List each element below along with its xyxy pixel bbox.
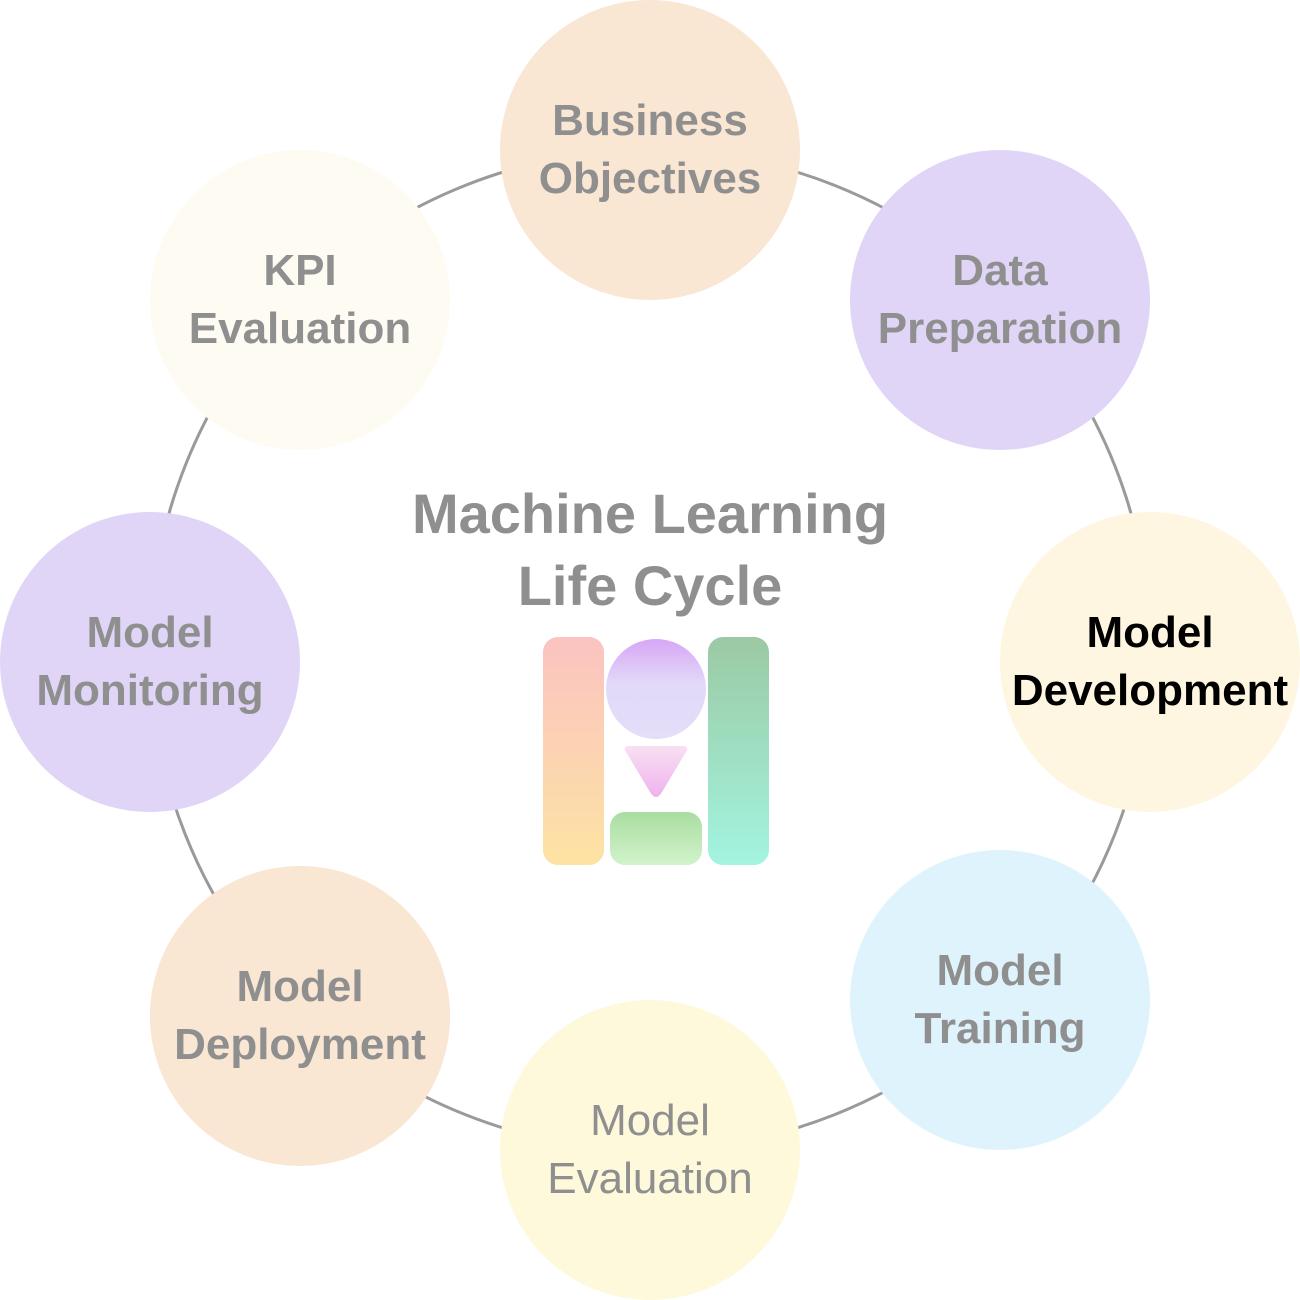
stage-data-preparation[interactable]: Data Preparation: [850, 150, 1150, 450]
stage-business-objectives[interactable]: Business Objectives: [500, 0, 800, 300]
stage-label: KPI Evaluation: [188, 246, 412, 353]
logo-right-bar: [708, 637, 769, 865]
diagram-title: Machine Learning Life Cycle: [411, 482, 889, 617]
stage-model-evaluation[interactable]: Model Evaluation: [500, 1000, 800, 1300]
stage-model-monitoring[interactable]: Model Monitoring: [0, 512, 300, 812]
app-logo-icon: [543, 637, 769, 865]
stage-label: Model Training: [914, 946, 1086, 1053]
stage-label: Model Deployment: [174, 962, 426, 1069]
stage-label: Model Evaluation: [547, 1096, 753, 1203]
logo-left-bar: [543, 637, 604, 865]
logo-triangle: [624, 746, 688, 797]
logo-bottom-bar: [610, 812, 702, 865]
stage-model-deployment[interactable]: Model Deployment: [150, 866, 450, 1166]
stage-label: Model Monitoring: [36, 608, 264, 715]
stage-label: Data Preparation: [877, 246, 1123, 353]
stage-label: Business Objectives: [538, 96, 762, 203]
stage-kpi-evaluation[interactable]: KPI Evaluation: [150, 150, 450, 450]
stage-model-training[interactable]: Model Training: [850, 850, 1150, 1150]
stage-model-development[interactable]: Model Development: [1000, 512, 1300, 812]
logo-circle: [606, 639, 706, 739]
stage-label-active: Model Development: [1011, 608, 1289, 715]
